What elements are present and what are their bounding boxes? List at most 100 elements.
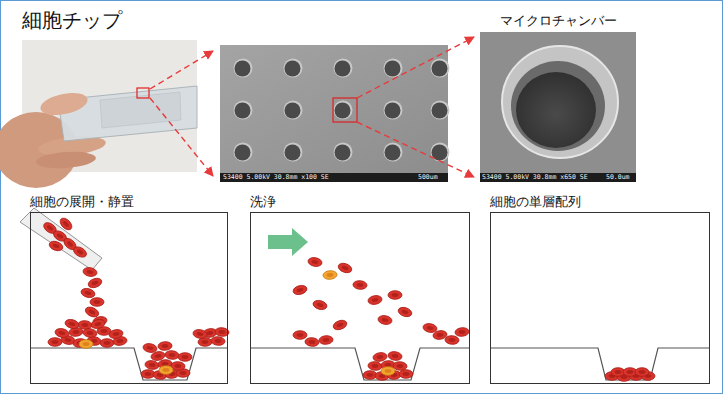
cell-body xyxy=(368,361,383,371)
hole-rim xyxy=(431,59,450,78)
cell-body xyxy=(319,335,334,345)
sem-image-box: マイクロチャンバー xyxy=(480,32,636,182)
cell-center xyxy=(297,333,304,337)
cell-center xyxy=(154,354,161,359)
cell-center xyxy=(326,273,333,277)
cell-center xyxy=(356,283,363,287)
hole-rim xyxy=(384,101,403,120)
blood-cell xyxy=(337,262,353,275)
cell-center xyxy=(46,224,54,231)
blood-cell xyxy=(397,306,413,319)
cell-body xyxy=(305,337,320,347)
cell-body xyxy=(399,370,413,379)
hole-floor xyxy=(285,103,301,119)
cell-body xyxy=(48,338,62,347)
hole-floor xyxy=(235,145,251,161)
cell-center xyxy=(316,302,324,307)
well-hole xyxy=(334,101,353,120)
cell-body xyxy=(445,335,460,345)
cell-center xyxy=(86,270,93,275)
zoom-arrows xyxy=(150,37,474,177)
zoom-arrow xyxy=(357,37,474,98)
cell-center xyxy=(116,339,123,344)
blood-cell xyxy=(305,337,320,347)
sem-info-text: 500um xyxy=(418,173,438,182)
sem-info-text: S3400 5.00kV 30.8mm x100 SE xyxy=(223,173,329,182)
cell-center xyxy=(104,341,111,345)
blood-cell xyxy=(377,315,392,326)
cell-center xyxy=(94,300,101,304)
blood-cell xyxy=(455,327,470,337)
cell-body xyxy=(397,306,413,319)
cell-center xyxy=(86,331,93,336)
well-hole xyxy=(284,59,303,78)
blood-cell xyxy=(293,331,307,340)
blood-cell xyxy=(192,329,207,340)
cell-center xyxy=(161,344,168,348)
cell-body xyxy=(312,299,328,311)
thumb xyxy=(38,89,89,119)
well-section xyxy=(31,348,227,380)
well-hole xyxy=(384,143,403,162)
zoom-arrow xyxy=(150,98,213,176)
cell-body xyxy=(158,341,173,351)
blood-cell xyxy=(353,280,368,290)
cell-body xyxy=(211,336,226,346)
cell-body xyxy=(165,350,180,360)
cell-body xyxy=(58,216,74,232)
cell-center xyxy=(391,354,398,359)
cell-body xyxy=(178,353,192,362)
cell-center xyxy=(336,322,344,328)
cell-center xyxy=(381,318,388,323)
hole-rim xyxy=(284,59,303,78)
blood-cell xyxy=(319,335,334,345)
blood-cell xyxy=(158,341,173,351)
cell-center xyxy=(367,373,374,377)
cell-body xyxy=(422,323,437,334)
blood-cell xyxy=(48,338,62,347)
cell-center xyxy=(146,346,153,351)
cell-center xyxy=(94,321,101,326)
info-bar xyxy=(480,173,636,182)
cell-center xyxy=(392,293,399,297)
blood-cell xyxy=(312,299,328,311)
well-hole xyxy=(234,143,253,162)
hole-rim xyxy=(284,101,303,120)
sem-ground xyxy=(480,32,636,182)
blood-cell xyxy=(80,287,96,299)
blood-cell xyxy=(90,298,104,307)
cell-center xyxy=(58,330,65,335)
hole-floor xyxy=(285,145,301,161)
hole-rim xyxy=(334,59,353,78)
cell-body xyxy=(90,318,105,329)
hole-floor xyxy=(385,103,401,119)
cell-center xyxy=(66,240,74,247)
cell-body xyxy=(635,368,649,377)
cell-center xyxy=(627,370,634,374)
cell-center xyxy=(182,355,189,359)
blood-cell xyxy=(399,370,413,379)
cell-body xyxy=(108,329,123,340)
blood-cell xyxy=(292,284,308,296)
cell-center xyxy=(81,323,88,327)
cell-center xyxy=(436,333,443,338)
cell-center xyxy=(403,372,410,376)
hole-floor xyxy=(335,145,351,161)
cell-center xyxy=(371,364,378,368)
cell-center xyxy=(168,353,175,357)
cell-center xyxy=(76,249,84,256)
cell-body xyxy=(377,315,392,326)
cell-center xyxy=(163,368,170,372)
blood-cell xyxy=(159,366,173,375)
cell-body xyxy=(372,352,387,362)
blood-cell xyxy=(178,353,192,362)
blood-cell xyxy=(635,368,649,377)
hole-floor xyxy=(235,61,251,77)
photo-ground xyxy=(22,40,197,172)
cell-center xyxy=(180,371,187,375)
blood-cell xyxy=(72,245,88,259)
hole-floor xyxy=(432,61,448,77)
well-hole xyxy=(384,59,403,78)
process-panel: 細胞の単層配列 xyxy=(490,212,710,384)
cell-body xyxy=(54,327,69,338)
